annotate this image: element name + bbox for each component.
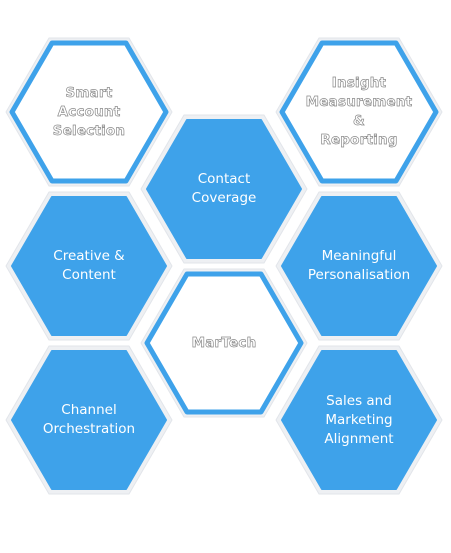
hexagon-martech: MarTech	[140, 268, 308, 418]
hexagon-sales-marketing-alignment: Sales and Marketing Alignment	[275, 345, 443, 495]
hexagon-label: Meaningful Personalisation	[307, 248, 411, 283]
hexagon-shape	[140, 268, 308, 418]
hexagon-shape	[275, 191, 443, 341]
hexagon-label: Contact Coverage	[191, 171, 257, 206]
hexagon-label: Insight Measurement & Reporting	[305, 75, 413, 149]
hexagon-shape	[275, 345, 443, 495]
hexagon-shape	[5, 345, 173, 495]
hexagon-smart-account-selection: Smart Account Selection	[5, 37, 173, 187]
hexagon-label: Creative & Content	[53, 248, 125, 283]
hexagon-label: Smart Account Selection	[52, 84, 126, 139]
hexagon-meaningful-personalisation: Meaningful Personalisation	[275, 191, 443, 341]
hexagon-shape	[5, 191, 173, 341]
hexagon-shape	[140, 114, 308, 264]
hexagon-channel-orchestration: Channel Orchestration	[5, 345, 173, 495]
hexagon-contact-coverage: Contact Coverage	[140, 114, 308, 264]
hexagon-label: Channel Orchestration	[42, 402, 136, 437]
hexagon-label: Sales and Marketing Alignment	[324, 392, 394, 447]
hexagon-shape	[275, 37, 443, 187]
hexagon-label: MarTech	[191, 334, 257, 351]
hexagon-insight-measurement-reporting: Insight Measurement & Reporting	[275, 37, 443, 187]
hexagon-creative-content: Creative & Content	[5, 191, 173, 341]
hexagon-shape	[5, 37, 173, 187]
